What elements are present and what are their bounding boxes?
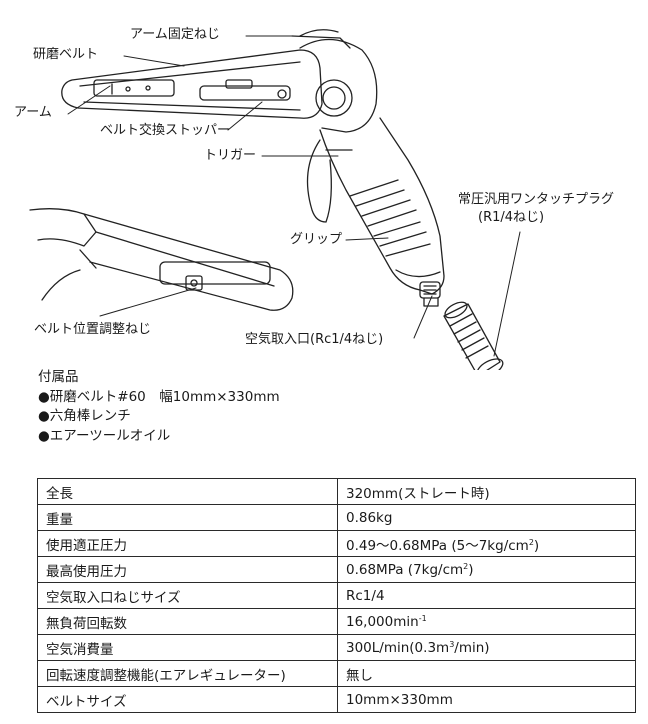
spec-label: 最高使用圧力 bbox=[37, 556, 338, 583]
spec-value: 10mm×330mm bbox=[337, 686, 636, 713]
spec-label: 全長 bbox=[37, 478, 338, 505]
belt-stopper-label: ベルト交換ストッパー bbox=[100, 123, 231, 138]
spec-row: 回転速度調整機能(エアレギュレーター)無し bbox=[37, 660, 636, 687]
accessories-section: 付属品 ●研磨ベルト#60 幅10mm×330mm ●六角棒レンチ ●エアーツー… bbox=[38, 368, 280, 446]
sanding-belt-label: 研磨ベルト bbox=[33, 47, 99, 62]
spec-value: 300L/min(0.3m3/min) bbox=[337, 634, 636, 661]
spec-label: 空気消費量 bbox=[37, 634, 338, 661]
plug-label-line1: 常圧汎用ワンタッチプラグ bbox=[458, 192, 615, 207]
spec-value: 0.68MPa (7kg/cm2) bbox=[337, 556, 636, 583]
accessory-item: ●エアーツールオイル bbox=[38, 427, 171, 444]
plug-illustration bbox=[443, 301, 504, 370]
spec-label: 回転速度調整機能(エアレギュレーター) bbox=[37, 660, 338, 687]
plug-label-line2: (R1/4ねじ) bbox=[478, 210, 545, 225]
grip-label: グリップ bbox=[290, 232, 343, 247]
leader-lines bbox=[67, 35, 521, 357]
spec-value: Rc1/4 bbox=[337, 582, 636, 609]
tool-diagram bbox=[29, 29, 521, 370]
spec-value: 16,000min-1 bbox=[337, 608, 636, 635]
spec-label: ベルトサイズ bbox=[37, 686, 338, 713]
spec-value: 320mm(ストレート時) bbox=[337, 478, 636, 505]
belt-adjust-screw-label: ベルト位置調整ねじ bbox=[34, 322, 152, 337]
spec-label: 使用適正圧力 bbox=[37, 530, 338, 557]
spec-value: 0.86kg bbox=[337, 504, 636, 531]
accessories-title: 付属品 bbox=[38, 369, 79, 385]
belt-sander-illustration bbox=[61, 29, 445, 307]
spec-label: 無負荷回転数 bbox=[37, 608, 338, 635]
accessory-item: ●研磨ベルト#60 幅10mm×330mm bbox=[38, 388, 280, 405]
spec-value: 0.49〜0.68MPa (5〜7kg/cm2) bbox=[337, 530, 636, 557]
spec-value: 無し bbox=[337, 660, 636, 687]
spec-label: 空気取入口ねじサイズ bbox=[37, 582, 338, 609]
arm-label: アーム bbox=[14, 105, 52, 120]
air-inlet-label: 空気取入口(Rc1/4ねじ) bbox=[245, 332, 384, 347]
spec-label: 重量 bbox=[37, 504, 338, 531]
belt-adjust-detail-illustration bbox=[29, 208, 294, 311]
accessory-item: ●六角棒レンチ bbox=[38, 408, 131, 424]
trigger-label: トリガー bbox=[204, 148, 257, 163]
arm-fix-screw-label: アーム固定ねじ bbox=[130, 27, 220, 42]
